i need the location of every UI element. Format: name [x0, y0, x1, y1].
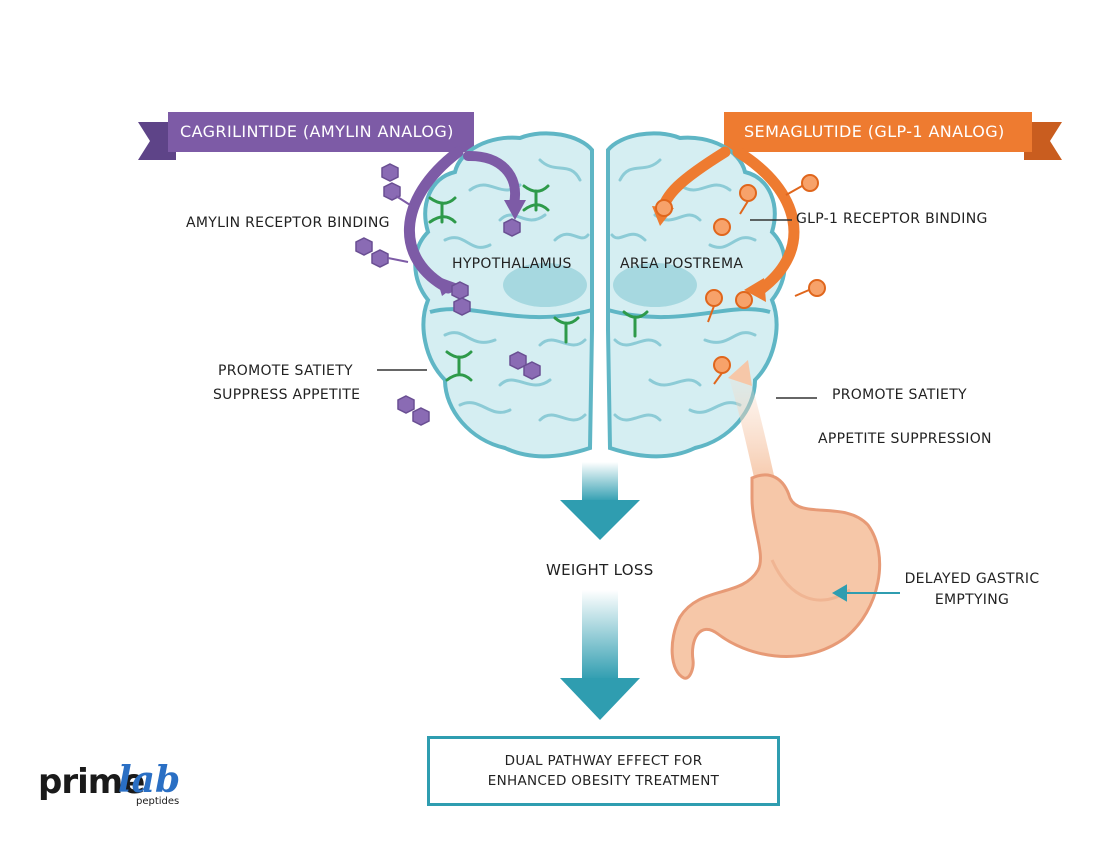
right-banner — [724, 112, 1062, 160]
purple-arrow — [403, 146, 526, 296]
glp1-molecules — [655, 174, 826, 374]
logo-word-prime: prime — [38, 762, 145, 802]
promote-satiety-left-label: PROMOTE SATIETY — [218, 363, 353, 379]
appetite-suppression-label: APPETITE SUPPRESSION — [818, 431, 992, 447]
logo-subtitle: peptides — [136, 796, 180, 807]
receptor-icons — [428, 184, 649, 382]
result-box: DUAL PATHWAY EFFECT FOR ENHANCED OBESITY… — [427, 736, 780, 806]
promote-satiety-right-label: PROMOTE SATIETY — [832, 387, 967, 403]
glp1-molecule-links — [707, 185, 810, 385]
amylin-molecule-links — [387, 195, 419, 263]
delayed-gastric-label-line2: EMPTYING — [934, 592, 1010, 608]
suppress-appetite-label: SUPPRESS APPETITE — [213, 387, 361, 403]
left-banner — [138, 112, 474, 160]
pointer-lines — [377, 219, 817, 399]
amylin-receptor-binding-label: AMYLIN RECEPTOR BINDING — [186, 215, 390, 231]
gastric-arrow — [832, 584, 900, 602]
delayed-gastric-label-line1: DELAYED GASTRIC — [904, 571, 1040, 587]
result-line-2: ENHANCED OBESITY TREATMENT — [487, 773, 720, 789]
amylin-molecules — [355, 163, 541, 426]
down-arrow-top — [560, 462, 640, 540]
area-postrema-label: AREA POSTREMA — [620, 256, 744, 272]
hypothalamus-label: HYPOTHALAMUS — [452, 256, 572, 272]
right-banner-title: SEMAGLUTIDE (GLP-1 ANALOG) — [744, 122, 1005, 141]
result-line-1: DUAL PATHWAY EFFECT FOR — [504, 753, 703, 769]
down-arrow-bottom — [560, 590, 640, 720]
stomach — [670, 360, 882, 680]
weight-loss-label: WEIGHT LOSS — [546, 561, 654, 579]
glp1-receptor-binding-label: GLP-1 RECEPTOR BINDING — [796, 211, 988, 227]
logo-word-lab: lab — [118, 759, 181, 801]
left-banner-title: CAGRILINTIDE (AMYLIN ANALOG) — [180, 122, 454, 141]
